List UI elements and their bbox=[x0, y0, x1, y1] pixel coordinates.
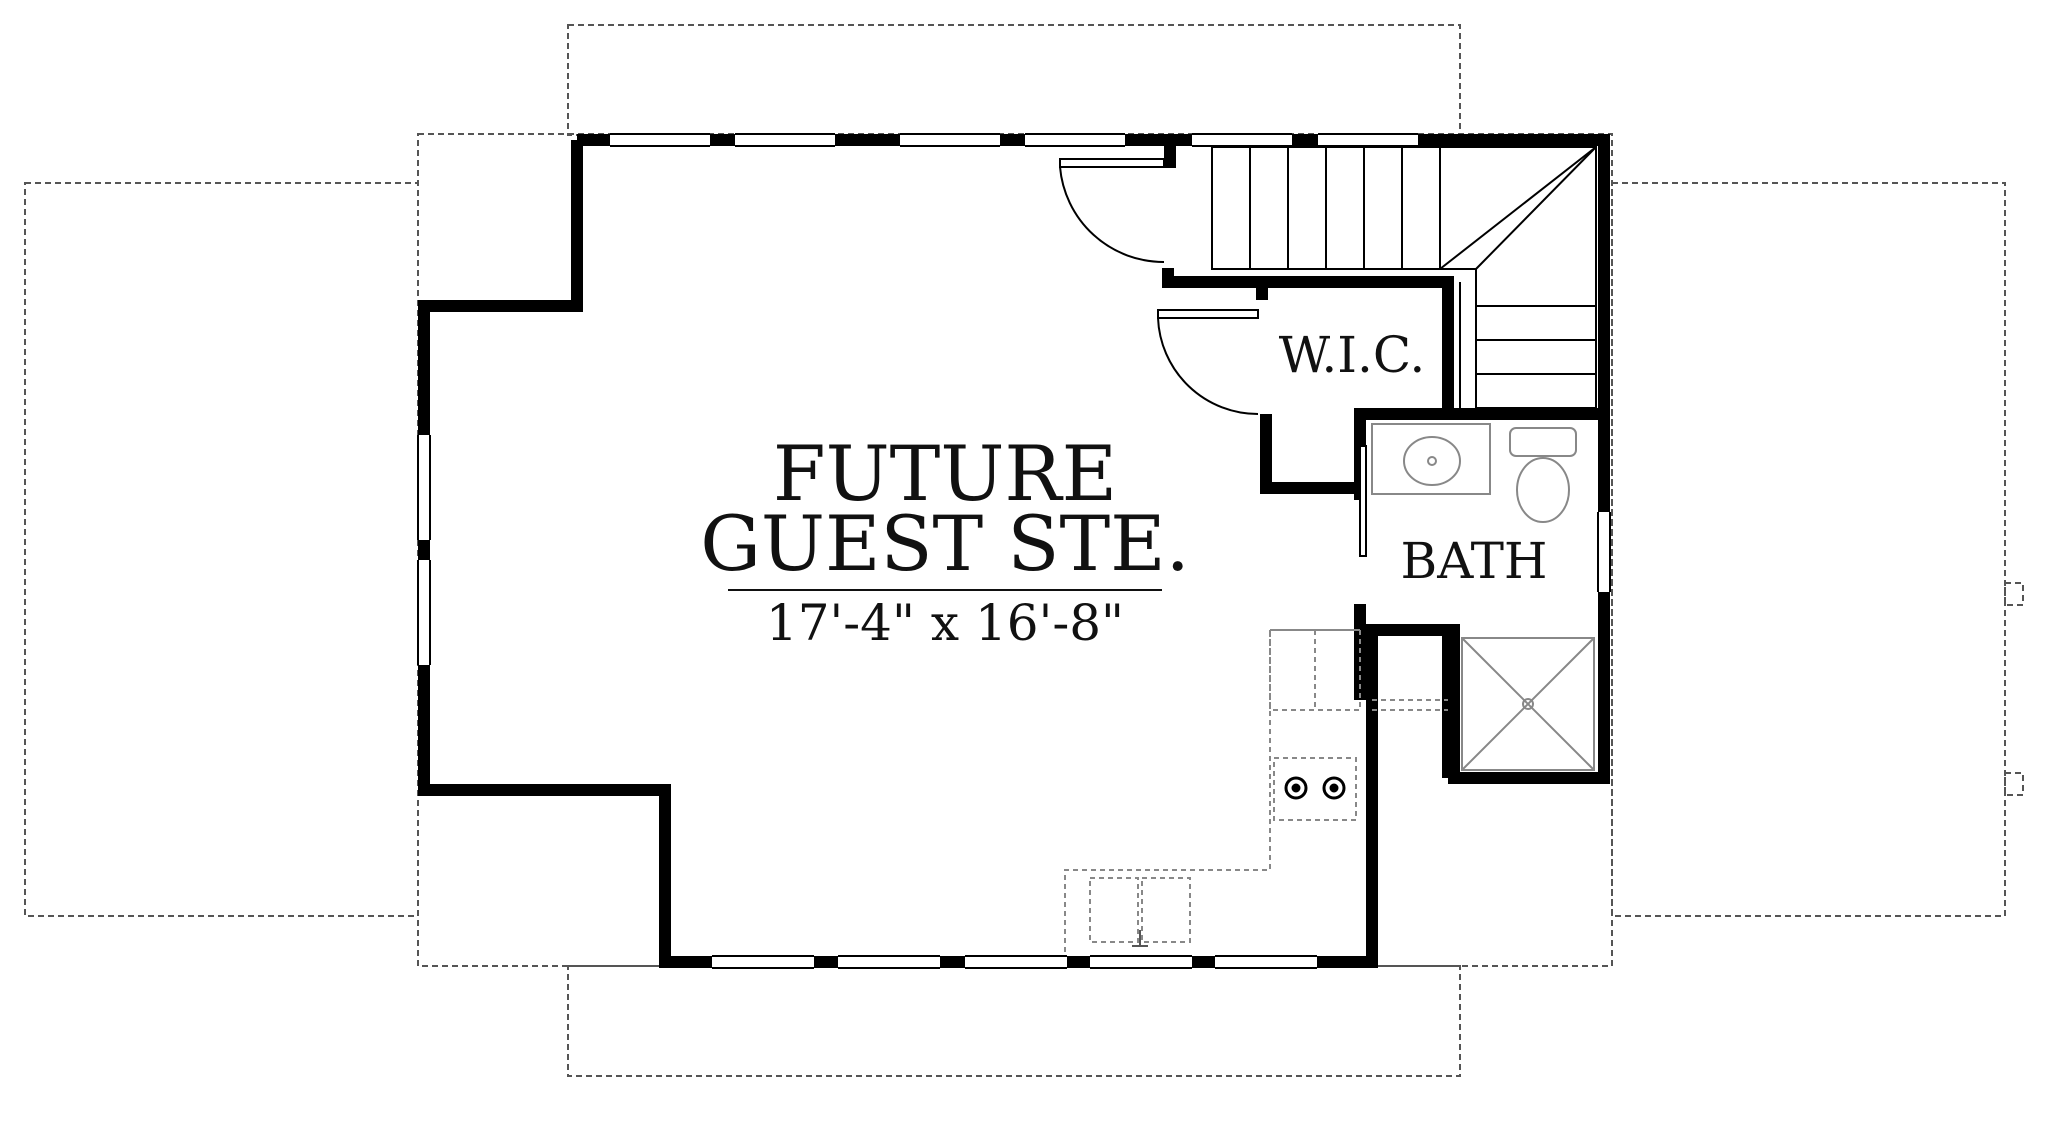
doors bbox=[1059, 158, 1367, 604]
cooktop-burners bbox=[1284, 776, 1346, 800]
exterior-wall-outline bbox=[418, 134, 1610, 968]
shower-stall bbox=[1461, 637, 1595, 771]
stair-landing bbox=[1440, 146, 1597, 409]
room-name-line2: GUEST STE. bbox=[700, 499, 1190, 588]
shower-drain-icon bbox=[1522, 698, 1534, 710]
windows-top bbox=[610, 133, 1418, 147]
windows-bottom bbox=[712, 955, 1317, 969]
exterior-walls bbox=[418, 134, 1610, 968]
cooktop bbox=[1273, 757, 1357, 821]
door-entry bbox=[1059, 158, 1165, 264]
sink-basin-left bbox=[1089, 877, 1139, 943]
roof-outline-top bbox=[567, 24, 1461, 136]
stairs bbox=[1211, 146, 1597, 409]
roof-outline-right bbox=[1611, 182, 2006, 917]
windows bbox=[417, 133, 1611, 969]
roof-outline-bottom bbox=[567, 965, 1461, 1077]
kitchenette-fixtures bbox=[1064, 629, 1448, 956]
wall-wic-left bbox=[1260, 414, 1354, 494]
downspout-right-lower bbox=[2004, 772, 2024, 796]
room-dimensions: 17'-4" x 16'-8" bbox=[766, 594, 1124, 652]
interior-walls bbox=[1162, 146, 1604, 778]
lavatory-sink-icon bbox=[1403, 436, 1461, 486]
door-wic bbox=[1157, 309, 1259, 416]
window-bath bbox=[1597, 512, 1611, 592]
wall-stair-wic bbox=[1162, 268, 1454, 408]
downspout-right-upper bbox=[2004, 582, 2024, 606]
toilet-bowl-icon bbox=[1516, 457, 1570, 523]
sink-basin-right bbox=[1141, 877, 1191, 943]
room-name-line1: FUTURE bbox=[773, 429, 1117, 518]
burner-icon bbox=[1284, 776, 1308, 800]
roof-outline-left bbox=[24, 182, 419, 917]
faucet-icon bbox=[1132, 930, 1148, 947]
door-bath bbox=[1354, 445, 1367, 604]
bath-fixtures bbox=[1371, 423, 1595, 771]
vanity-counter bbox=[1371, 423, 1491, 495]
toilet-tank bbox=[1509, 427, 1577, 457]
room-name-bath: BATH bbox=[1400, 532, 1547, 590]
room-name-wic: W.I.C. bbox=[1279, 326, 1426, 384]
burner-icon bbox=[1322, 776, 1346, 800]
windows-left bbox=[417, 435, 431, 665]
